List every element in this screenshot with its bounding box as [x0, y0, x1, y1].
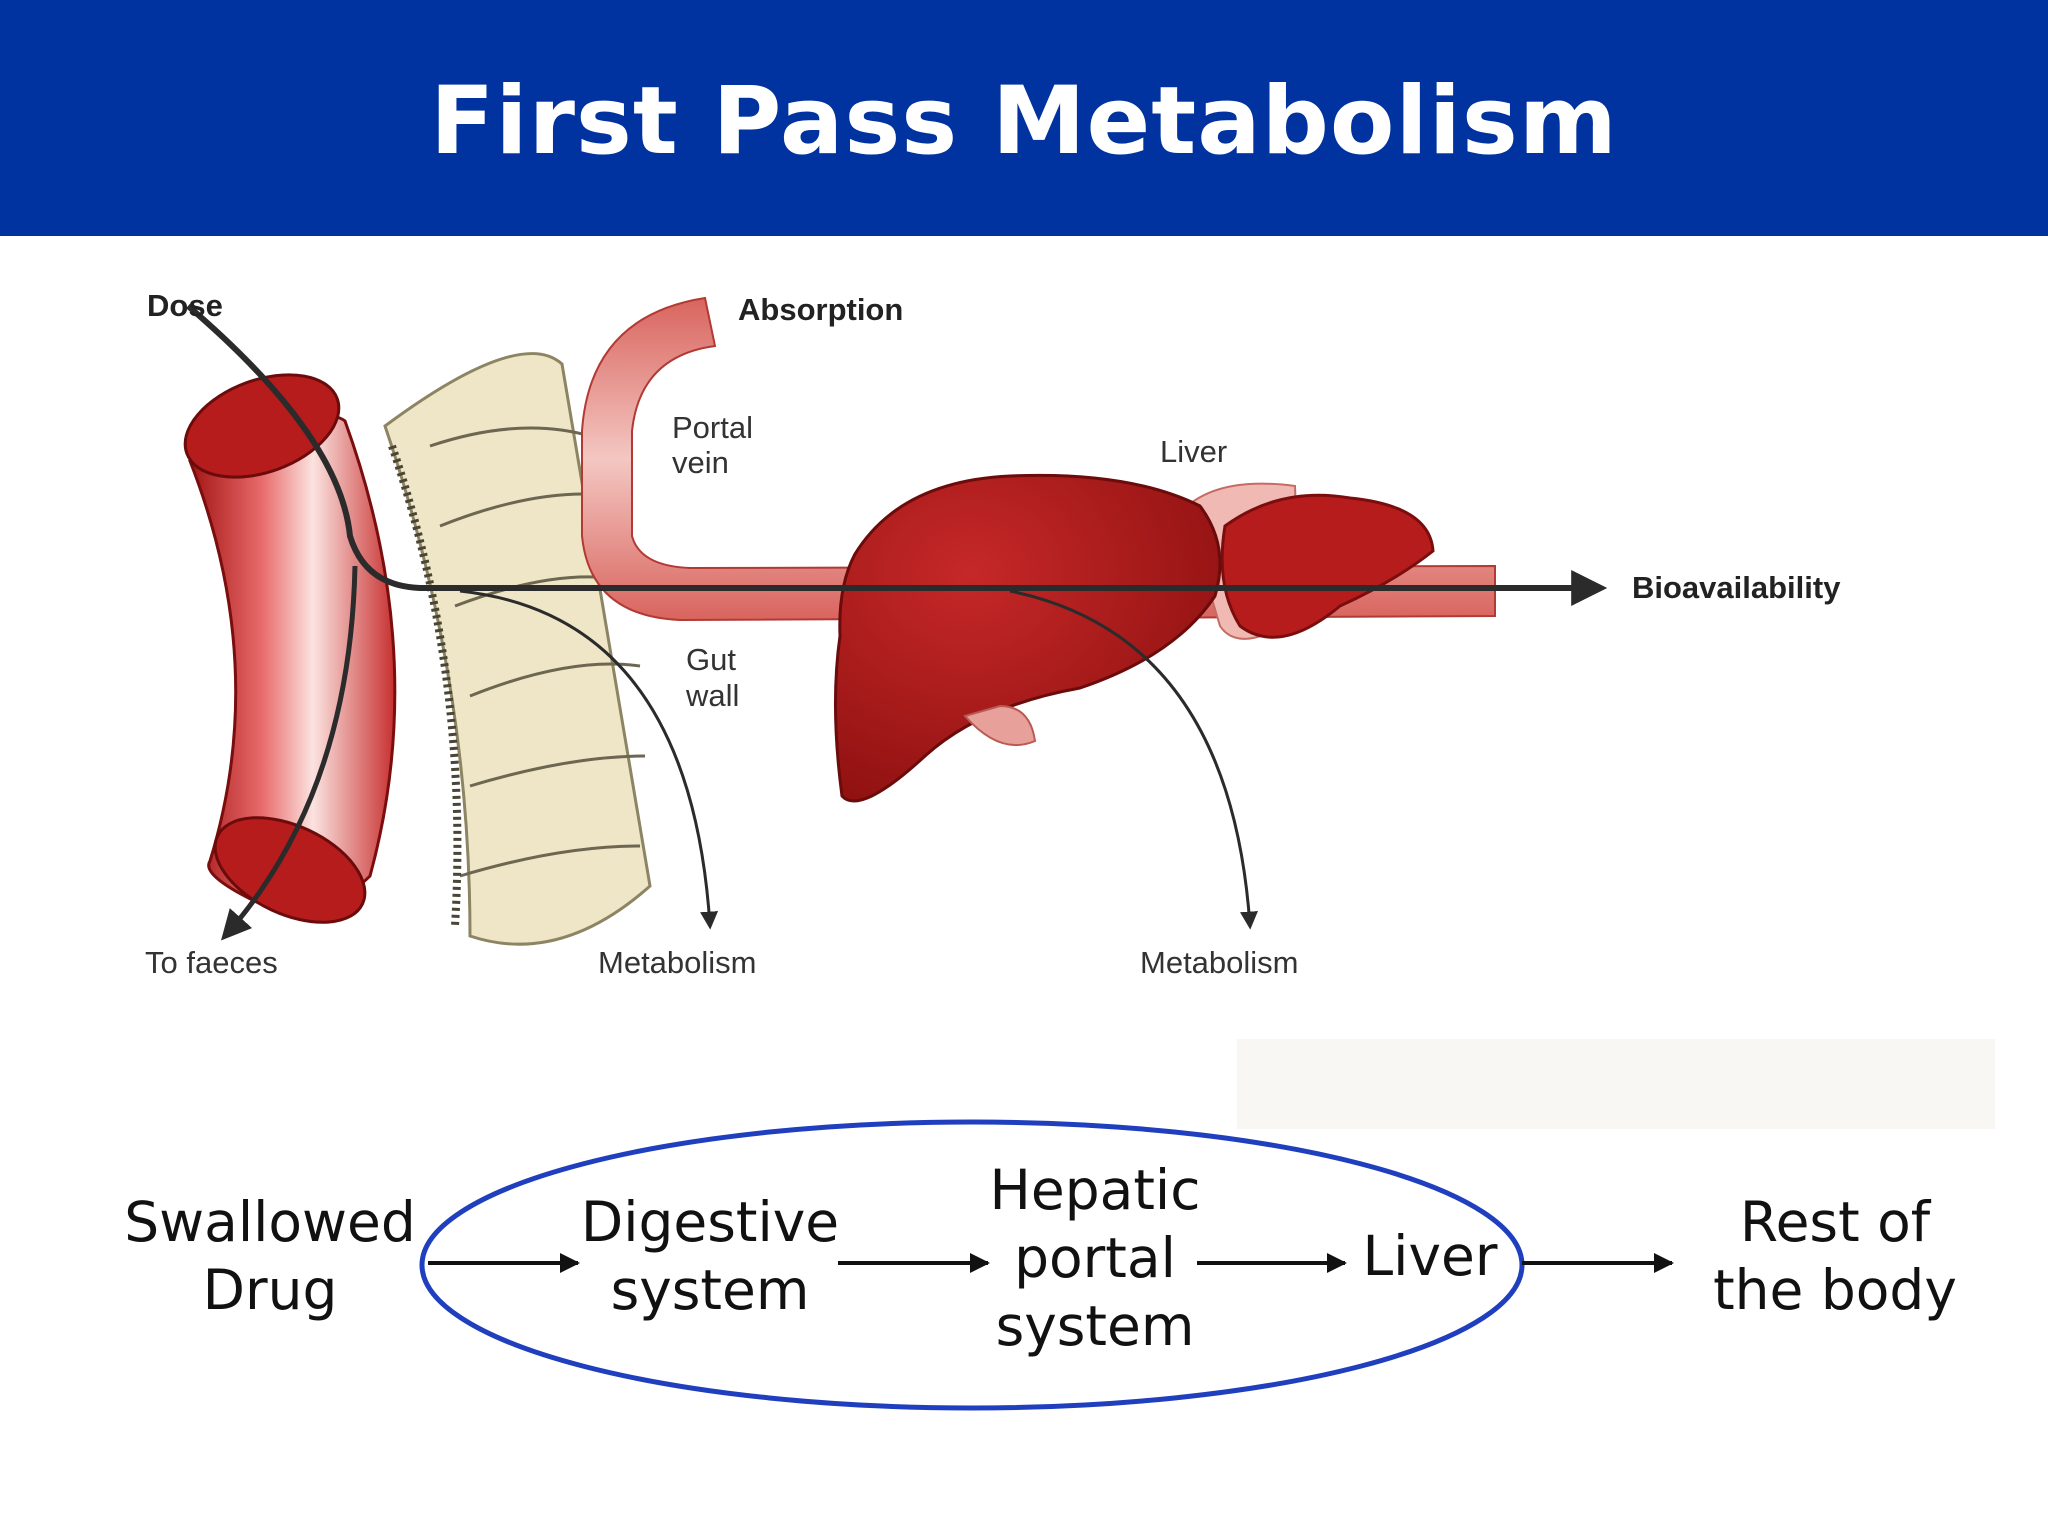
liver-organ [833, 473, 1435, 803]
gut-wall-label-line2: wall [685, 678, 739, 713]
rest-line2: the body [1713, 1258, 1957, 1322]
page-title: First Pass Metabolism [430, 66, 1618, 176]
digestive-line2: system [610, 1258, 810, 1322]
to-faeces-label: To faeces [145, 945, 278, 980]
hepatic-line3: system [995, 1294, 1195, 1358]
absorption-label: Absorption [738, 292, 903, 327]
intestine-tube [183, 373, 397, 924]
swallowed-line1: Swallowed [124, 1190, 416, 1254]
first-pass-illustration: Dose Absorption Portal vein Liver Bioava… [145, 288, 1841, 980]
flow-rest-of-body: Rest of the body [1690, 1188, 1980, 1324]
title-banner: First Pass Metabolism [0, 0, 2048, 236]
flow-hepatic-portal-system: Hepatic portal system [960, 1156, 1230, 1360]
swallowed-line2: Drug [202, 1258, 338, 1322]
drug-pathways [186, 303, 1608, 941]
hepatic-line2: portal [1014, 1226, 1176, 1290]
gut-metabolism-label: Metabolism [598, 945, 757, 980]
flow-arrows [419, 1119, 1674, 1411]
dose-label: Dose [147, 288, 223, 323]
gut-wall-label-line1: Gut [686, 642, 736, 677]
bioavailability-label: Bioavailability [1632, 570, 1841, 605]
hepatic-line1: Hepatic [989, 1158, 1201, 1222]
blank-panel [1237, 1039, 1995, 1129]
liver-label: Liver [1160, 434, 1227, 469]
liver-metabolism-label: Metabolism [1140, 945, 1299, 980]
digestive-line1: Digestive [580, 1190, 840, 1254]
flow-liver: Liver [1340, 1222, 1520, 1290]
portal-vein-label-line2: vein [672, 445, 729, 480]
rest-line1: Rest of [1739, 1190, 1931, 1254]
flow-digestive-system: Digestive system [570, 1188, 850, 1324]
liver-step-label: Liver [1362, 1224, 1498, 1288]
flow-swallowed-drug: Swallowed Drug [110, 1188, 430, 1324]
portal-vein-label-line1: Portal [672, 410, 753, 445]
